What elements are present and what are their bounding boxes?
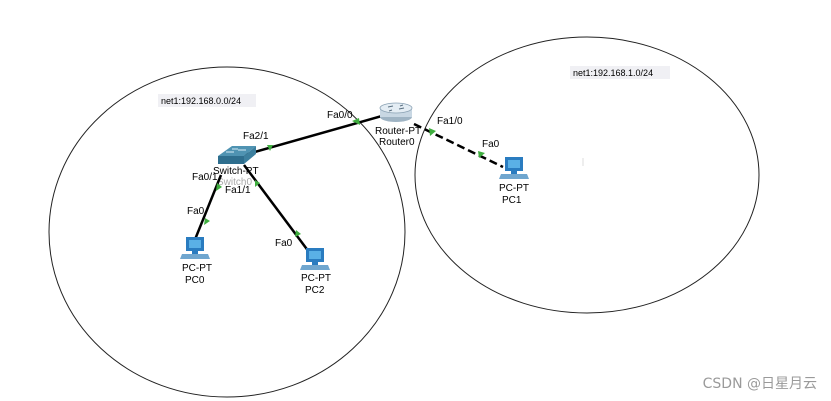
link-switch-pc2[interactable] <box>242 164 311 253</box>
switch-icon[interactable] <box>218 146 256 164</box>
port-indicator-router-fa10 <box>429 128 436 136</box>
network-label-right-text: net1:192.168.1.0/24 <box>573 68 653 78</box>
network-label-left-text: net1:192.168.0.0/24 <box>161 96 241 106</box>
port-label-pc2-fa0: Fa0 <box>275 238 293 249</box>
switch-type-label: Switch-PT <box>213 166 259 177</box>
pc-icon[interactable] <box>180 237 210 259</box>
port-label-switch-fa11: Fa1/1 <box>225 185 251 196</box>
port-label-pc1-fa0: Fa0 <box>482 139 500 150</box>
switch-name-label: Switch0 <box>217 177 252 188</box>
pc-icon[interactable] <box>300 248 330 270</box>
pc1-name-label: PC1 <box>502 195 522 206</box>
router-name-label: Router0 <box>379 137 415 148</box>
pc0-name-label: PC0 <box>185 275 205 286</box>
network-label-right[interactable]: net1:192.168.1.0/24 <box>570 66 670 79</box>
port-indicator-pc1-fa0 <box>478 151 485 158</box>
port-indicator-pc0-fa0 <box>204 218 210 225</box>
port-indicator-pc2-fa0 <box>295 230 301 237</box>
network-boundary-right <box>414 36 760 314</box>
network-label-left[interactable]: net1:192.168.0.0/24 <box>158 94 256 107</box>
port-label-pc0-fa0: Fa0 <box>187 206 205 217</box>
port-indicator-router-fa00 <box>352 118 360 125</box>
router-type-label: Router-PT <box>375 126 421 137</box>
port-label-router-fa00: Fa0/0 <box>327 110 353 121</box>
port-indicator-switch-fa01 <box>216 183 222 191</box>
pc2-type-label: PC-PT <box>301 273 331 284</box>
port-indicator-switch-fa21 <box>267 145 273 151</box>
pc-icon[interactable] <box>499 157 529 179</box>
pc1-type-label: PC-PT <box>499 183 529 194</box>
link-router-pc1[interactable] <box>413 122 504 169</box>
port-label-switch-fa01: Fa0/1 <box>192 172 218 183</box>
watermark-text: CSDN @日星月云 <box>702 376 817 392</box>
pc2-name-label: PC2 <box>305 285 325 296</box>
port-label-switch-fa21: Fa2/1 <box>243 131 269 142</box>
router-icon[interactable] <box>379 102 413 122</box>
network-boundary-left <box>48 66 406 398</box>
port-indicator-switch-fa11 <box>255 180 260 187</box>
link-switch-pc0[interactable] <box>192 174 223 243</box>
pc0-type-label: PC-PT <box>182 263 212 274</box>
port-label-router-fa10: Fa1/0 <box>437 116 463 127</box>
